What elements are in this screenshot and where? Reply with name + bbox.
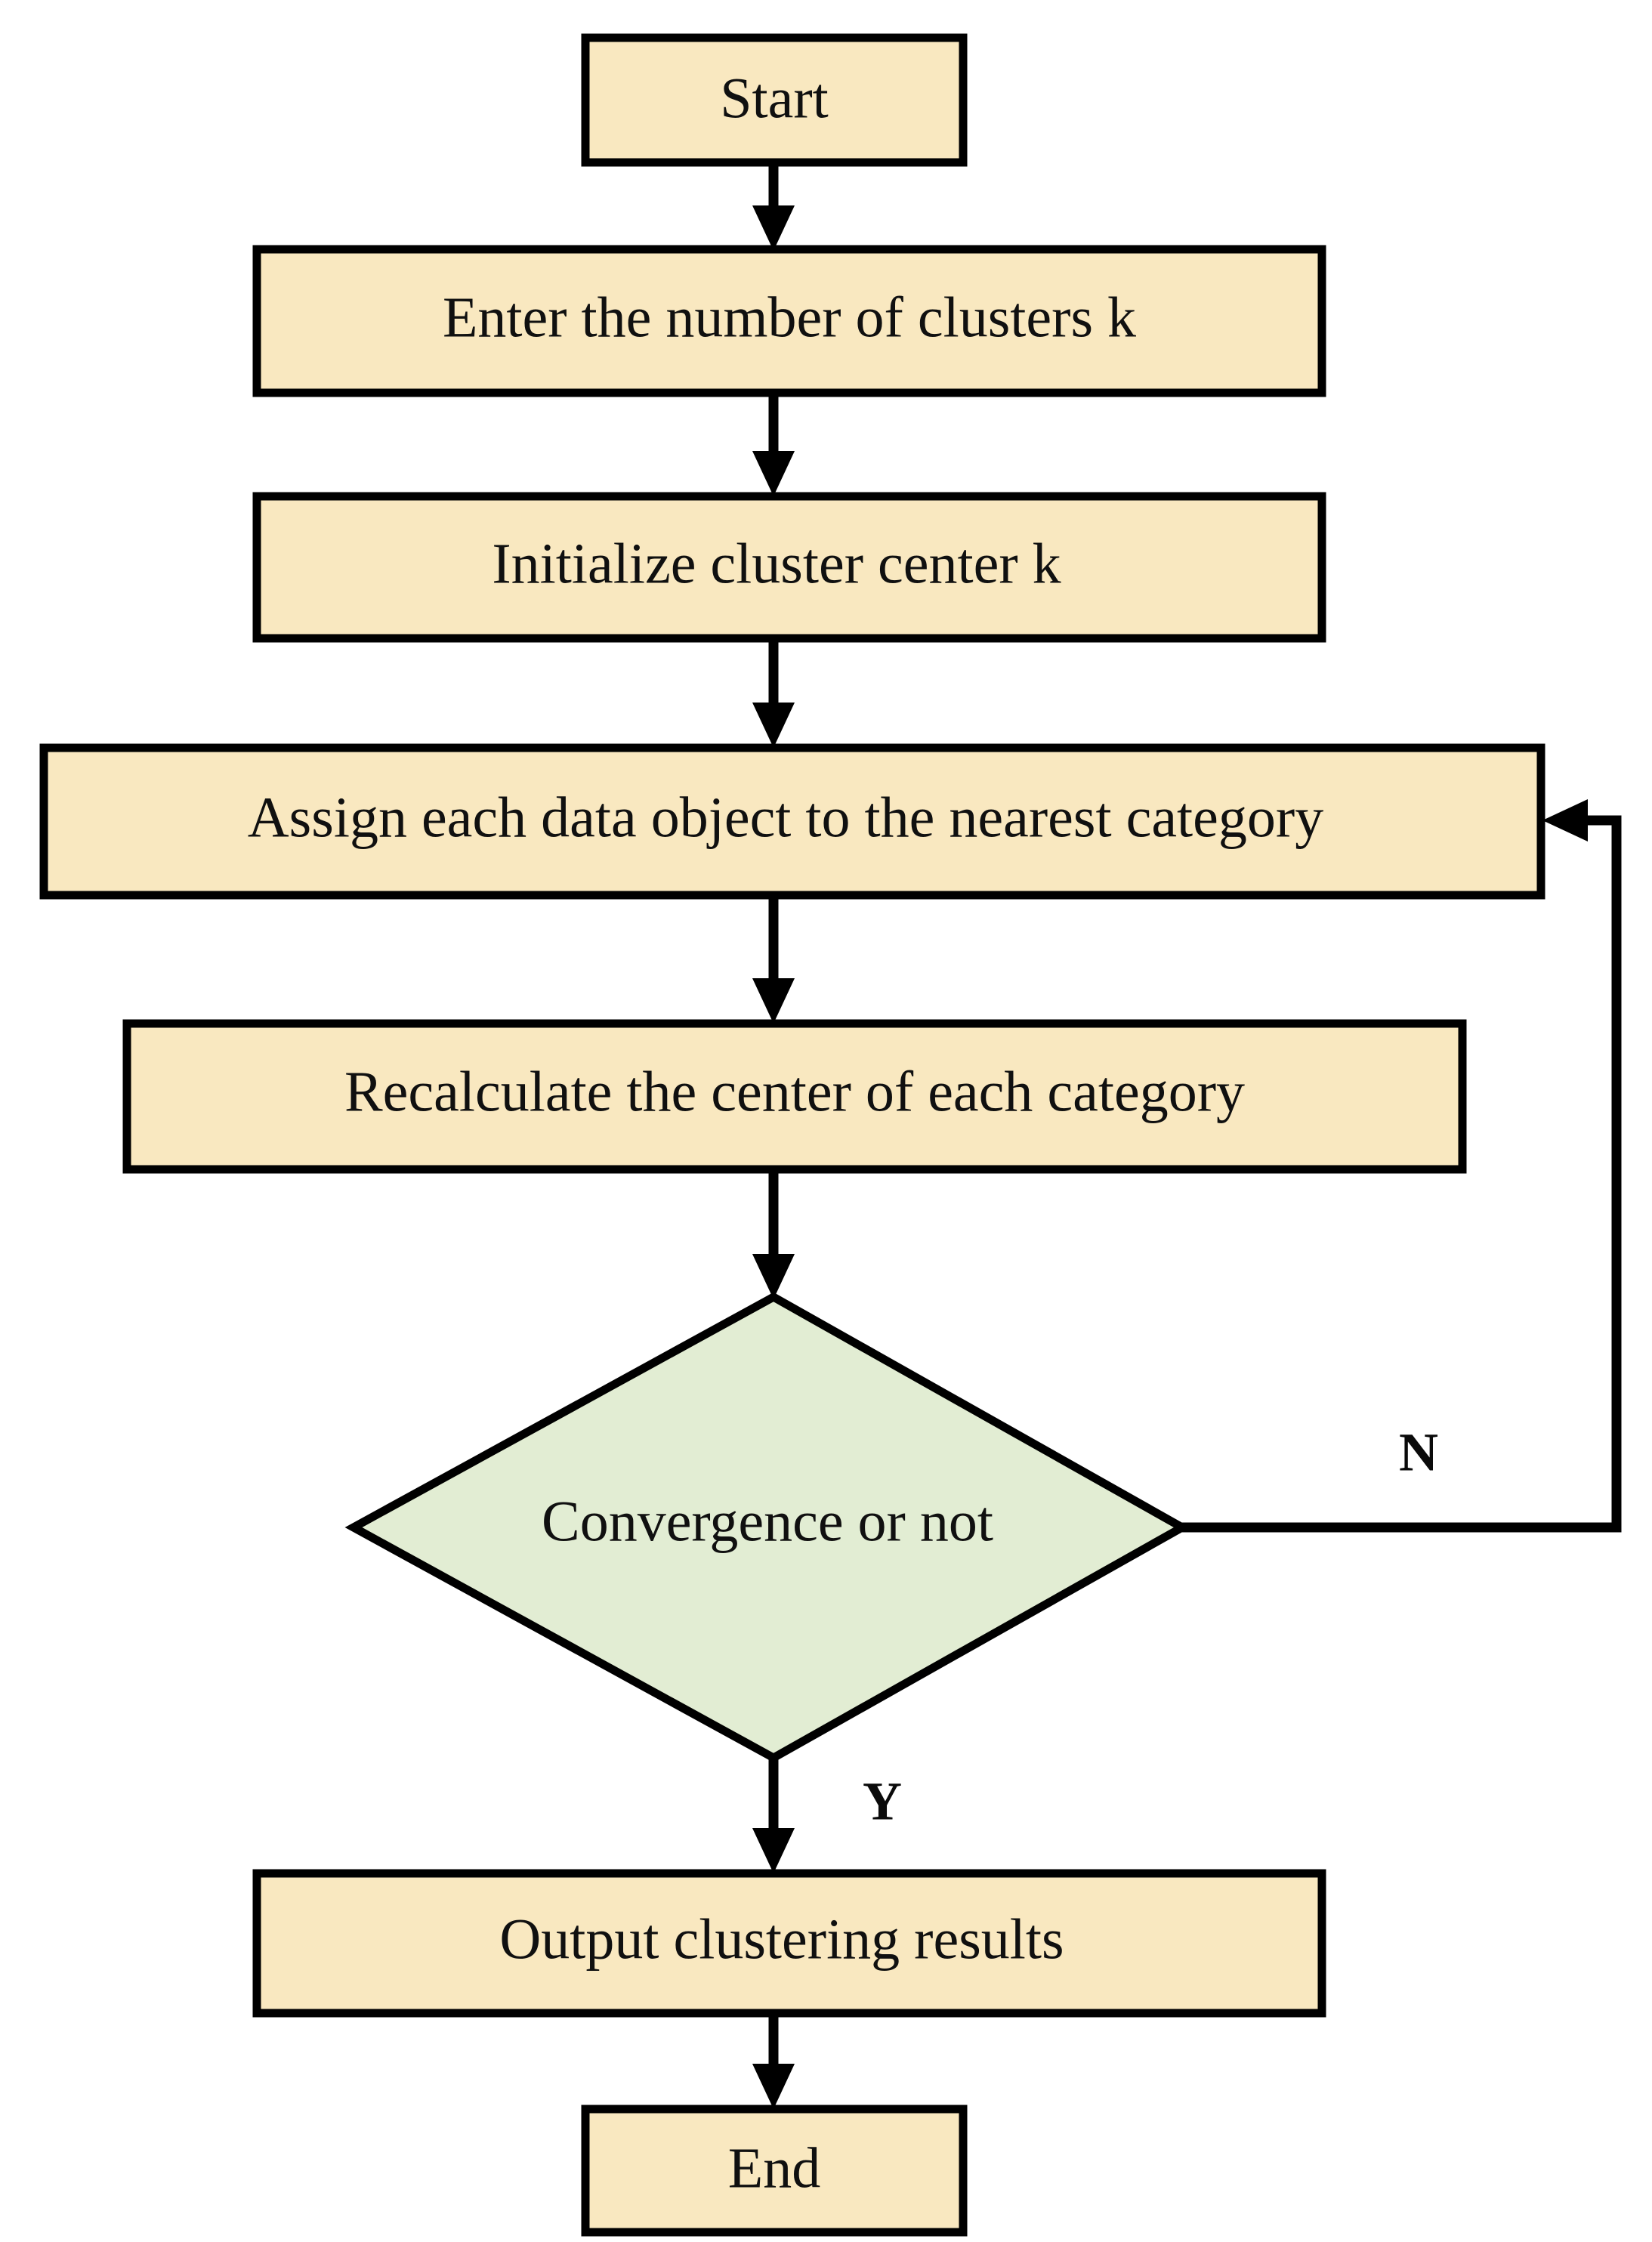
arrowhead-down-icon: [752, 1828, 795, 1873]
node-converge[interactable]: Convergence or not: [344, 1292, 1191, 1763]
arrowhead-down-icon: [752, 703, 795, 748]
node-assign-shape[interactable]: [39, 743, 1545, 900]
node-start[interactable]: Start: [581, 33, 968, 167]
node-end-shape[interactable]: [581, 2105, 968, 2237]
node-converge-label: Convergence or not: [542, 1490, 993, 1553]
arrowhead-down-icon: [752, 978, 795, 1024]
arrowhead-down-icon: [752, 451, 795, 496]
node-init-center-label: Initialize cluster center k: [492, 532, 1061, 595]
node-assign[interactable]: Assign each data object to the nearest c…: [39, 743, 1545, 900]
node-output-label: Output clustering results: [499, 1907, 1064, 1971]
edge-label-yes: Y: [863, 1771, 902, 1832]
node-init-center[interactable]: Initialize cluster center k: [252, 492, 1326, 643]
connector-recalculate-to-converge: [752, 1169, 795, 1299]
connector-enter-k-to-init-center: [752, 393, 795, 496]
connector-assign-to-recalculate: [752, 895, 795, 1024]
node-enter-k-label: Enter the number of clusters k: [443, 286, 1136, 349]
node-recalculate-label: Recalculate the center of each category: [344, 1060, 1245, 1123]
node-enter-k[interactable]: Enter the number of clusters k: [252, 245, 1326, 397]
arrowhead-down-icon: [752, 2064, 795, 2109]
arrowhead-left-icon: [1542, 799, 1588, 842]
node-recalculate-shape[interactable]: [122, 1019, 1467, 1174]
connector-output-to-end: [752, 2013, 795, 2109]
node-output[interactable]: Output clustering results: [252, 1869, 1326, 2018]
node-recalculate[interactable]: Recalculate the center of each category: [122, 1019, 1467, 1174]
node-start-label: Start: [720, 66, 829, 130]
node-end[interactable]: End: [581, 2105, 968, 2237]
node-init-center-shape[interactable]: [252, 492, 1326, 643]
arrowhead-down-icon: [752, 205, 795, 251]
edge-label-no: N: [1399, 1422, 1438, 1483]
connector-converge-no-loopback: [1182, 799, 1622, 1533]
node-assign-label: Assign each data object to the nearest c…: [248, 786, 1323, 849]
connector-converge-yes-to-output: [752, 1758, 795, 1873]
node-output-shape[interactable]: [252, 1869, 1326, 2018]
connector-init-center-to-assign: [752, 638, 795, 748]
node-converge-shape[interactable]: [344, 1292, 1191, 1763]
node-end-label: End: [728, 2136, 820, 2200]
node-start-shape[interactable]: [581, 33, 968, 167]
arrowhead-down-icon: [752, 1254, 795, 1299]
connector-start-to-enter-k: [752, 162, 795, 251]
node-enter-k-shape[interactable]: [252, 245, 1326, 397]
